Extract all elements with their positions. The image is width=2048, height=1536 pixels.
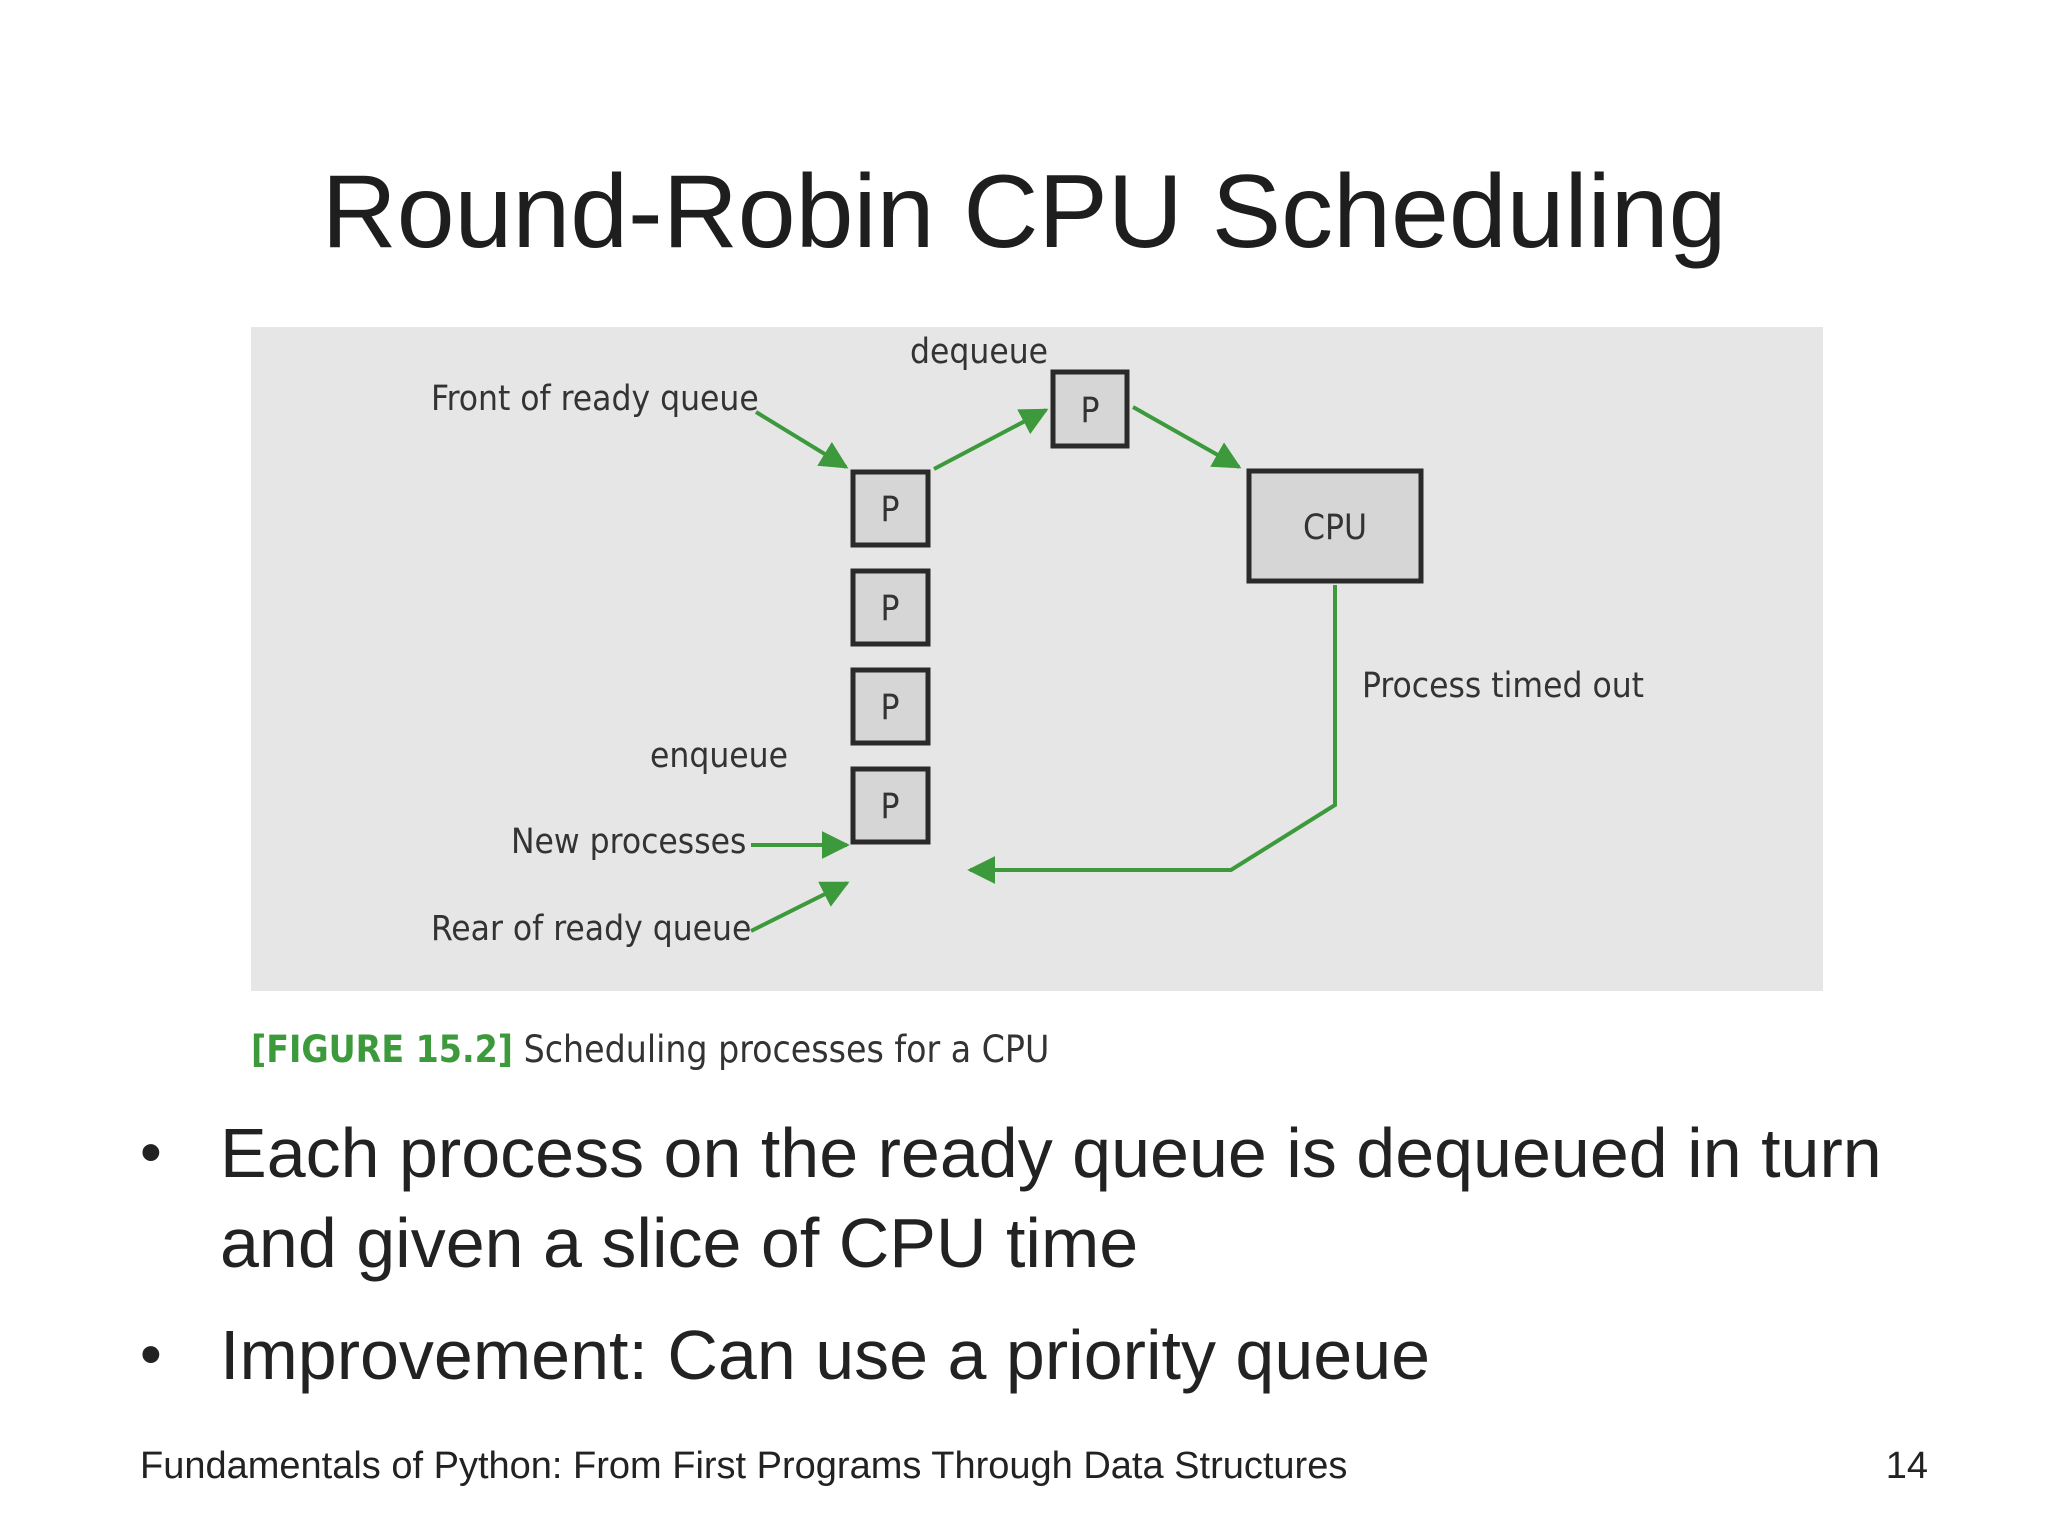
scheduling-diagram: dequeue Front of ready queue enqueue New… [431, 332, 1644, 949]
figure-caption-tag: [FIGURE 15.2] [251, 1028, 513, 1071]
cpu-label: CPU [1303, 508, 1367, 548]
ready-queue: P P P P [850, 469, 931, 845]
queue-process-node: P [850, 469, 931, 548]
queue-process-node: P [850, 766, 931, 845]
figure-caption: [FIGURE 15.2] Scheduling processes for a… [251, 1028, 1049, 1071]
rear-of-ready-queue-label: Rear of ready queue [431, 909, 751, 949]
enqueue-label: enqueue [650, 736, 788, 776]
bullet-list: • Each process on the ready queue is deq… [140, 1108, 1920, 1422]
timeout-return-arrow [967, 585, 1337, 884]
footer-text: Fundamentals of Python: From First Progr… [140, 1445, 1348, 1487]
dequeue-label: dequeue [910, 332, 1048, 372]
bullet-icon: • [140, 1118, 162, 1187]
flow-arrows [750, 405, 1337, 933]
queue-process-label: P [881, 490, 900, 530]
dequeued-process-node: P [1050, 369, 1130, 449]
queue-to-dequeue-arrow [933, 408, 1049, 471]
front-to-queue-arrow [754, 410, 849, 469]
queue-process-label: P [881, 589, 900, 629]
bullet-item: • Each process on the ready queue is deq… [140, 1108, 1920, 1288]
queue-process-label: P [881, 688, 900, 728]
front-of-ready-queue-label: Front of ready queue [431, 379, 759, 419]
bullet-icon: • [140, 1320, 162, 1389]
queue-process-label: P [881, 787, 900, 827]
dequeue-to-cpu-arrow [1132, 405, 1242, 469]
dequeued-process-label: P [1081, 391, 1100, 431]
bullet-text: Improvement: Can use a priority queue [220, 1316, 1431, 1394]
cpu-node: CPU [1246, 468, 1424, 584]
rear-of-queue-arrow [750, 881, 850, 933]
slide-title: Round-Robin CPU Scheduling [321, 154, 1727, 270]
process-timed-out-label: Process timed out [1362, 666, 1644, 706]
bullet-item: • Improvement: Can use a priority queue [140, 1310, 1920, 1400]
page-number: 14 [1885, 1445, 1928, 1487]
new-processes-label: New processes [511, 822, 746, 862]
bullet-text: Each process on the ready queue is deque… [220, 1114, 1882, 1282]
figure-panel: dequeue Front of ready queue enqueue New… [251, 327, 1823, 991]
figure-caption-text: Scheduling processes for a CPU [523, 1028, 1050, 1071]
queue-process-node: P [850, 667, 931, 746]
queue-process-node: P [850, 568, 931, 647]
